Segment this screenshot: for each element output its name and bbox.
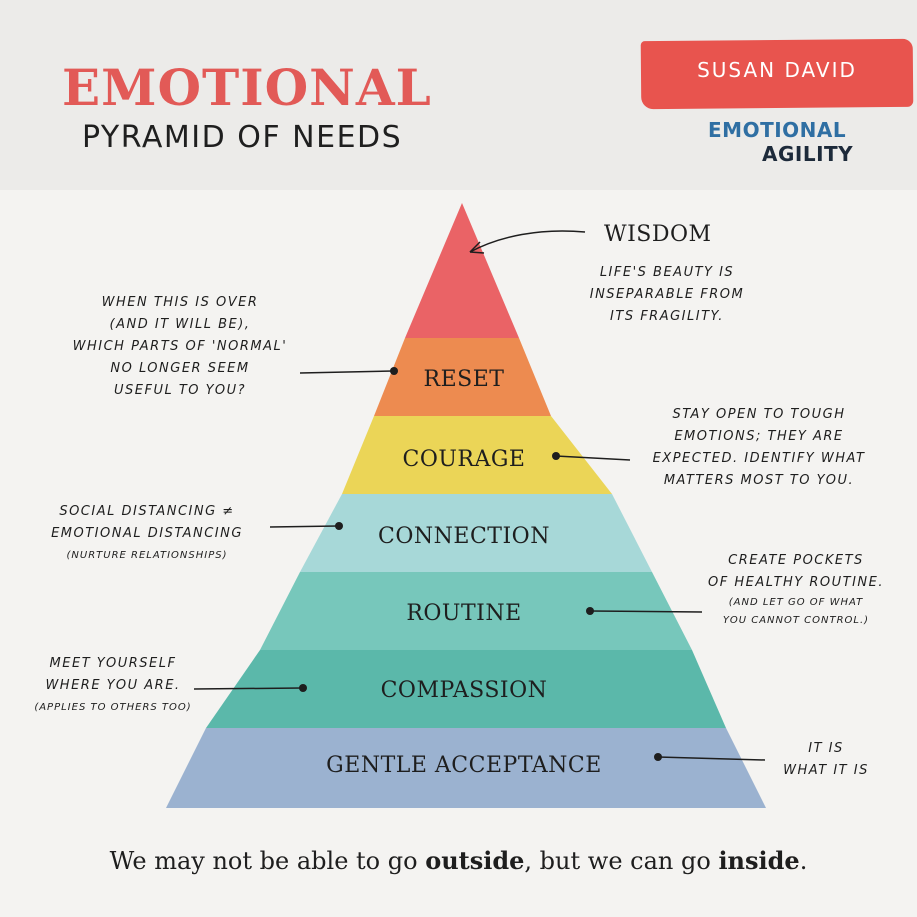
note-gentle-acceptance: IT IS WHAT IT IS: [783, 741, 869, 778]
routine-connector: [589, 610, 703, 613]
acceptance-connector: [657, 756, 766, 761]
compassion-dot: [299, 684, 307, 692]
connection-connector: [269, 525, 339, 528]
footer-quote: We may not be able to go outside, but we…: [109, 846, 808, 875]
pyramid-layer-routine: [260, 572, 692, 650]
pyramid-layer-wisdom: [405, 203, 519, 338]
level-label-reset: RESET: [423, 367, 505, 392]
level-label-routine: ROUTINE: [406, 601, 522, 626]
level-label-gentle-acceptance: GENTLE ACCEPTANCE: [326, 753, 602, 778]
courage-dot: [552, 452, 560, 460]
connection-dot: [335, 522, 343, 530]
wisdom-arrowhead: [469, 241, 485, 254]
pyramid-layer-reset: [374, 338, 551, 416]
level-label-compassion: COMPASSION: [380, 678, 548, 703]
pyramid-layer-acceptance: [166, 728, 766, 808]
subtitle: PYRAMID OF NEEDS: [82, 120, 403, 155]
compassion-connector: [193, 687, 303, 690]
note-courage: STAY OPEN TO TOUGH EMOTIONS; THEY ARE EX…: [652, 407, 866, 488]
note-reset: WHEN THIS IS OVER (AND IT WILL BE), WHIC…: [72, 295, 288, 398]
level-label-courage: COURAGE: [402, 447, 526, 472]
level-label-wisdom: WISDOM: [604, 222, 712, 247]
reset-connector: [299, 370, 394, 374]
note-compassion: MEET YOURSELF WHERE YOU ARE. (APPLIES TO…: [34, 656, 192, 713]
level-label-connection: CONNECTION: [378, 524, 550, 549]
wisdom-arrow: [469, 230, 586, 253]
brand-logo-line1: EMOTIONAL: [708, 118, 847, 142]
title: EMOTIONAL: [62, 58, 432, 117]
reset-dot: [390, 367, 398, 375]
note-connection: SOCIAL DISTANCING ≠ EMOTIONAL DISTANCING…: [51, 504, 243, 561]
note-wisdom: LIFE'S BEAUTY IS INSEPARABLE FROM ITS FR…: [589, 265, 745, 324]
brand-logo-line2: AGILITY: [762, 142, 854, 166]
pyramid-layer-compassion: [206, 650, 726, 728]
pyramid-layer-courage: [342, 416, 612, 494]
note-routine: CREATE POCKETS OF HEALTHY ROUTINE. (AND …: [707, 553, 884, 626]
courage-connector: [555, 455, 631, 461]
author-name: SUSAN DAVID: [697, 58, 857, 82]
pyramid-layer-connection: [300, 494, 652, 572]
routine-dot: [586, 607, 594, 615]
acceptance-dot: [654, 753, 662, 761]
